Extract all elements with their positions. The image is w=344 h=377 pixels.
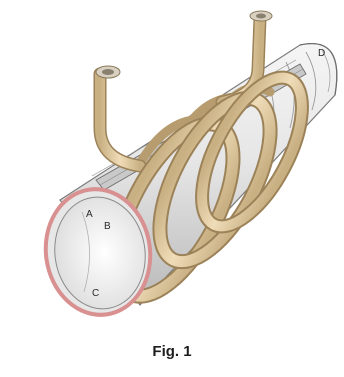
label-a: A: [86, 209, 93, 220]
label-b: B: [104, 221, 111, 232]
label-d: D: [318, 48, 325, 59]
coil-lead-left: [96, 66, 140, 166]
label-c: C: [92, 288, 99, 299]
figure-caption: Fig. 1: [0, 343, 344, 360]
